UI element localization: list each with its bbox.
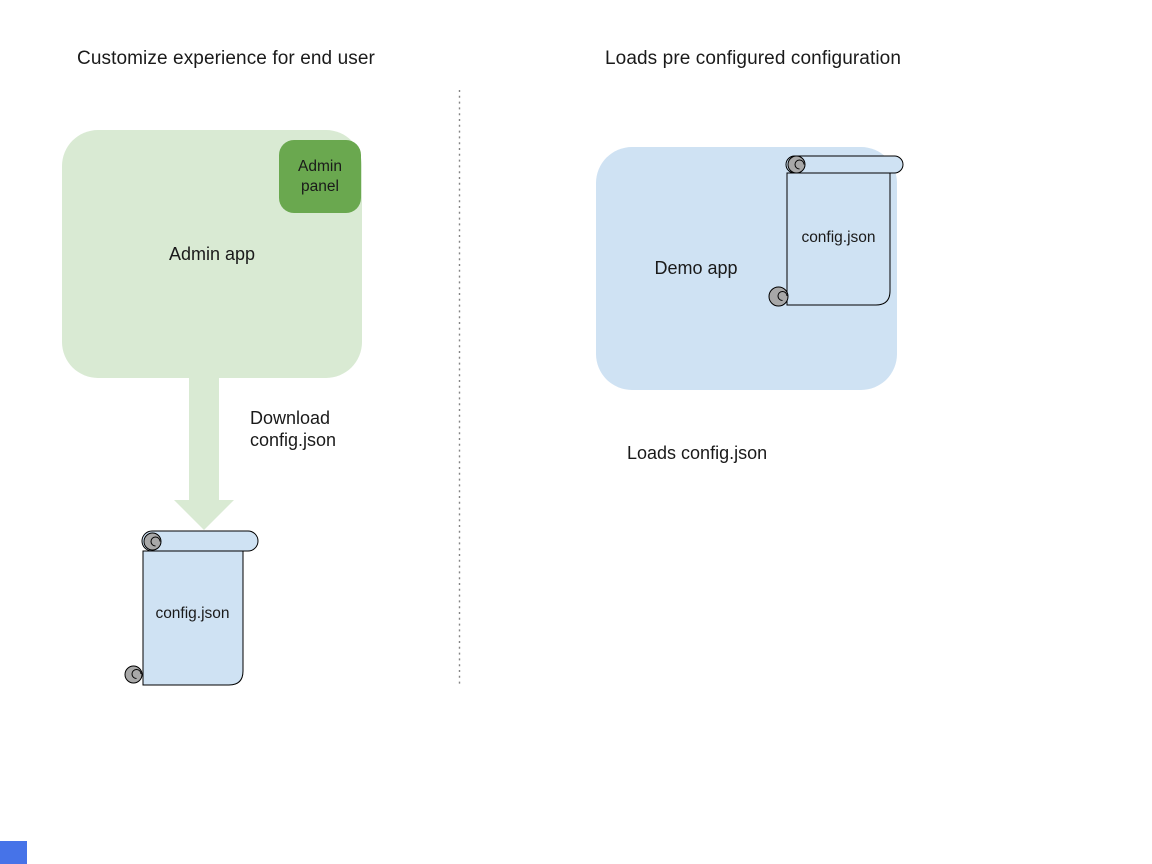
scroll-top-curl-detail-right (794, 159, 805, 170)
admin-app-label: Admin app (168, 243, 256, 264)
right-section-title: Loads pre configured configuration (605, 48, 901, 69)
corner-blue-square (0, 841, 27, 864)
download-arrow-caption: Download config.json (250, 408, 337, 450)
config-json-scroll-left (124, 530, 259, 686)
left-section-title: Customize experience for end user (77, 48, 375, 69)
demo-app-label: Demo app (654, 258, 738, 278)
scroll-top-curl-detail-left (150, 536, 161, 547)
scroll-top-roll-left (141, 530, 259, 552)
scroll-top-curl-left (143, 532, 162, 551)
download-arrow (174, 376, 234, 530)
loads-config-caption: Loads config.json (627, 443, 768, 463)
config-json-label-left: config.json (155, 605, 230, 622)
config-json-label-right: config.json (801, 229, 876, 246)
scroll-bottom-curl-left (124, 665, 143, 684)
admin-panel-box (279, 140, 361, 213)
admin-panel-label: Admin panel (298, 158, 342, 195)
scroll-bottom-curl-detail-left (131, 669, 142, 679)
scroll-top-roll-right (785, 155, 904, 174)
scroll-body-right (786, 172, 891, 306)
scroll-body-left (142, 550, 244, 686)
scroll-bottom-curl-detail-right (777, 291, 788, 301)
config-json-scroll-right (768, 155, 904, 307)
